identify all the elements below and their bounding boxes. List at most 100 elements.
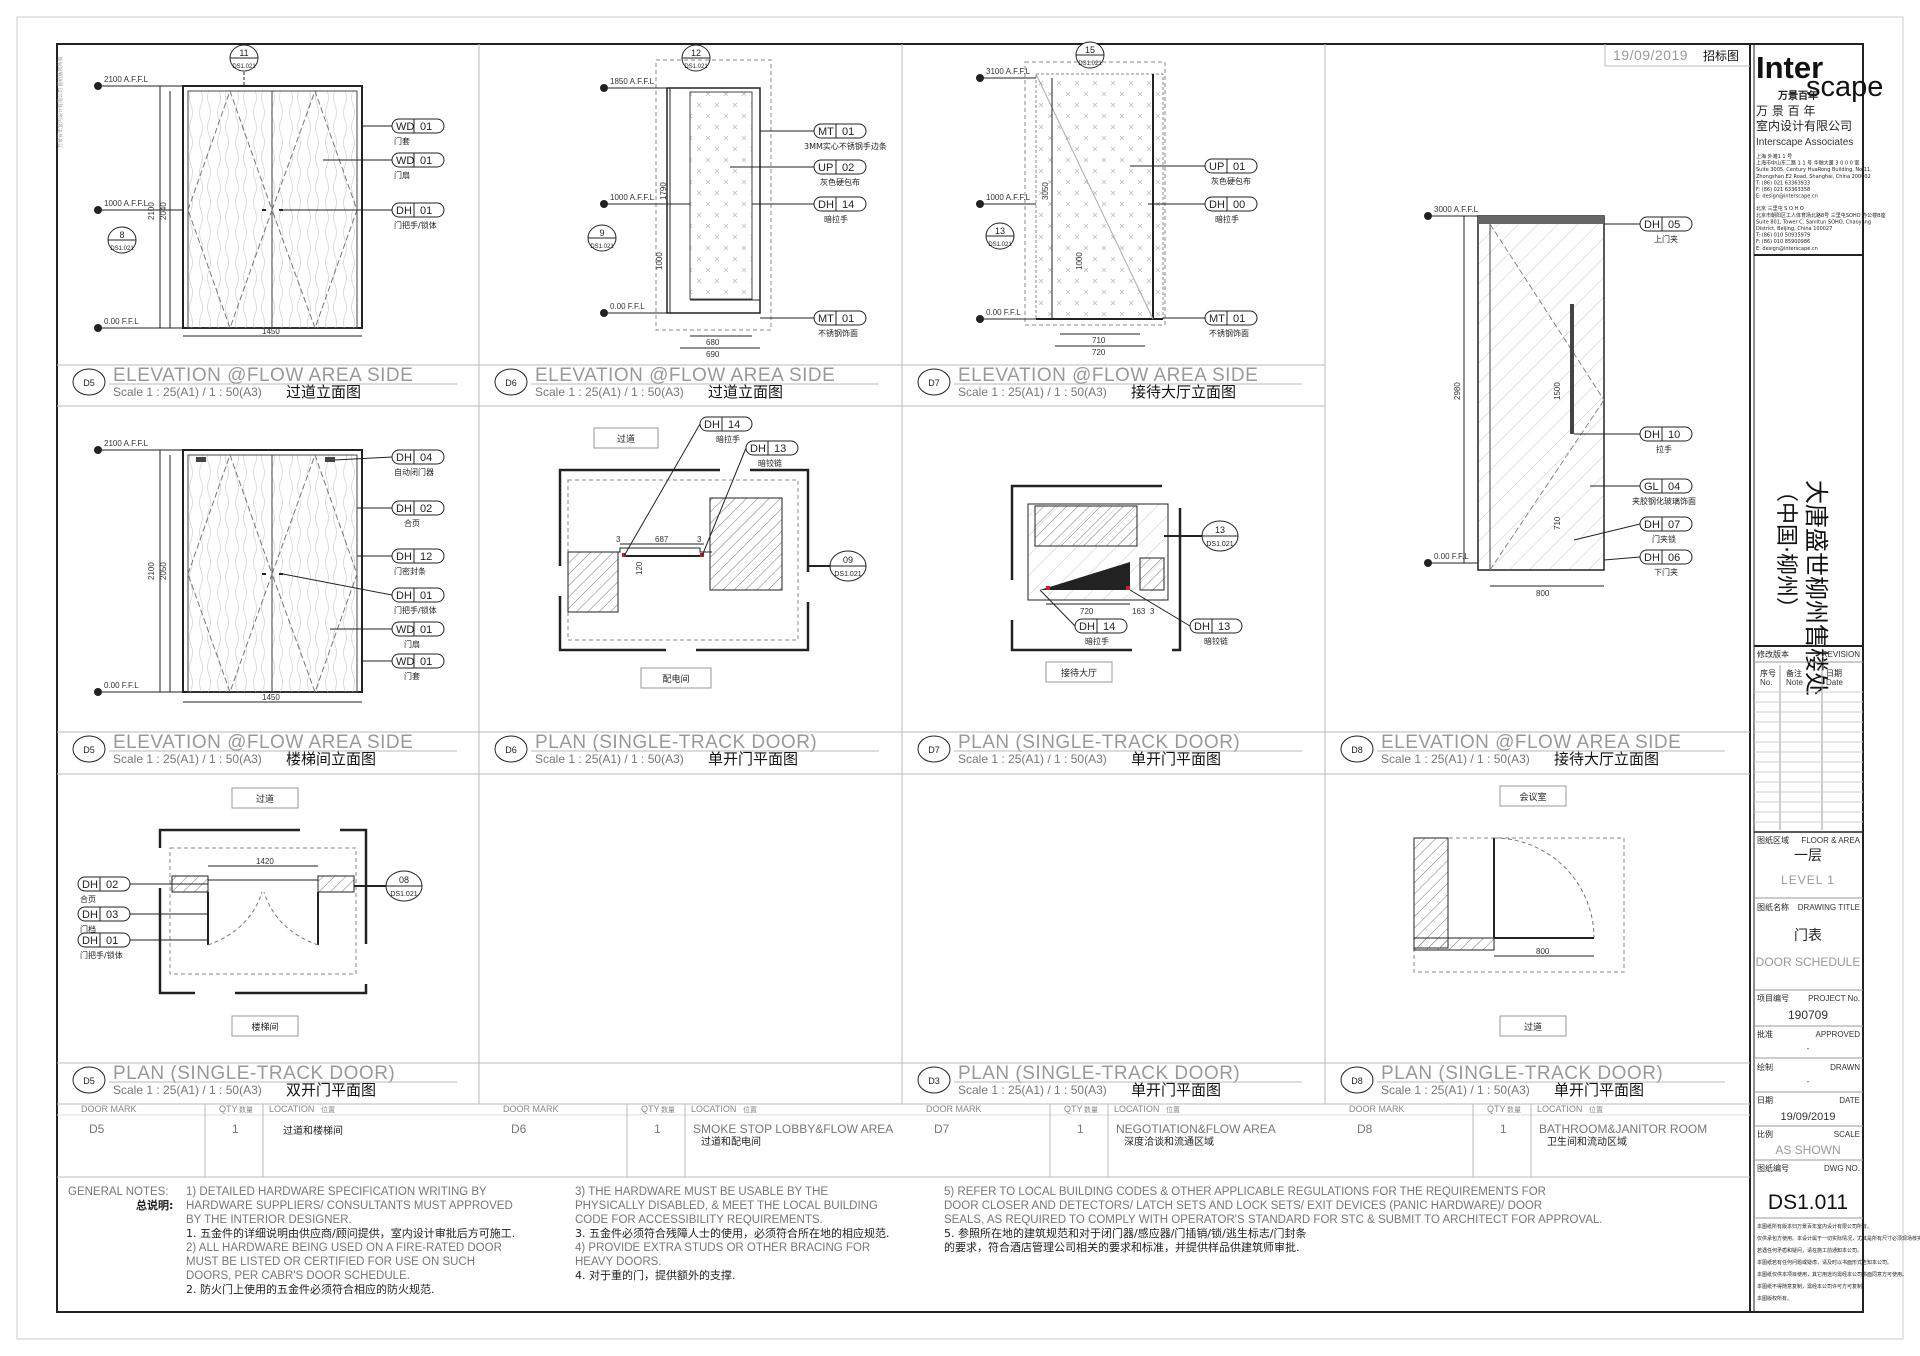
- svg-text:LOCATION: LOCATION: [1114, 1104, 1159, 1114]
- svg-text:2040: 2040: [159, 202, 168, 220]
- svg-text:位置: 位置: [743, 1105, 757, 1114]
- svg-text:DH: DH: [1644, 219, 1660, 231]
- room-label: 楼梯间: [251, 1021, 278, 1033]
- view-scale: Scale 1 : 25(A1) / 1 : 50(A3): [1381, 1083, 1530, 1097]
- svg-text:DH: DH: [82, 935, 98, 947]
- svg-text:门表: 门表: [1794, 928, 1822, 944]
- notes-label-cn: 总说明:: [136, 1198, 173, 1212]
- note-line: 4. 对于重的门，提供额外的支撑.: [575, 1268, 736, 1282]
- svg-text:位置: 位置: [321, 1105, 335, 1114]
- svg-text:1450: 1450: [262, 327, 280, 336]
- svg-text:门把手/锁体: 门把手/锁体: [394, 220, 437, 230]
- level-markers: 2100 A.F.F.L 1000 A.F.F.L 0.00 F.F.L: [94, 75, 183, 332]
- room-label: 配电间: [662, 673, 689, 685]
- svg-text:上门夹: 上门夹: [1654, 234, 1678, 244]
- door-location-cn: 过道和配电间: [701, 1135, 761, 1148]
- svg-text:AS SHOWN: AS SHOWN: [1775, 1143, 1840, 1157]
- svg-text:9: 9: [599, 228, 604, 238]
- svg-text:08: 08: [399, 875, 409, 885]
- svg-text:01: 01: [842, 126, 854, 138]
- address-line: Suite 801, Tower C, Sanlitun SOHO, Chaoy…: [1756, 219, 1871, 225]
- svg-text:SCALE: SCALE: [1834, 1130, 1860, 1139]
- svg-text:灰色硬包布: 灰色硬包布: [1211, 176, 1251, 186]
- svg-text:QTY: QTY: [641, 1104, 660, 1114]
- svg-text:WD: WD: [396, 624, 414, 636]
- svg-text:DS1.021: DS1.021: [1206, 541, 1233, 548]
- svg-text:DS1.021: DS1.021: [232, 64, 256, 70]
- svg-text:DH: DH: [1644, 552, 1660, 564]
- note-line: 5. 参照所在地的建筑规范和对于闭门器/感应器/门插销/锁/逃生标志/门封条: [944, 1226, 1307, 1240]
- view-title: ELEVATION @FLOW AREA SIDE: [113, 732, 413, 753]
- svg-text:01: 01: [420, 121, 432, 133]
- svg-text:1000 A.F.F.L: 1000 A.F.F.L: [104, 199, 149, 208]
- svg-text:PROJECT No.: PROJECT No.: [1808, 994, 1860, 1003]
- svg-text:DH: DH: [396, 590, 412, 602]
- svg-text:01: 01: [842, 313, 854, 325]
- svg-text:WD: WD: [396, 656, 414, 668]
- svg-text:DOOR MARK: DOOR MARK: [81, 1104, 137, 1114]
- svg-text:QTY: QTY: [1487, 1104, 1506, 1114]
- svg-text:13: 13: [1218, 621, 1230, 633]
- room-label: 接待大厅: [1061, 667, 1097, 679]
- notes-label: GENERAL NOTES:: [68, 1186, 169, 1198]
- note-line: PHYSICALLY DISABLED, & MEET THE LOCAL BU…: [575, 1200, 878, 1212]
- view-title-cn: 过道立面图: [708, 383, 783, 401]
- svg-text:No.: No.: [1760, 678, 1772, 687]
- address-line: Zhongshan E2 Road, Shanghai, China 20000…: [1756, 174, 1871, 180]
- view-tag: D7: [928, 378, 940, 388]
- view-title-cn: 过道立面图: [286, 383, 361, 401]
- view-scale: Scale 1 : 25(A1) / 1 : 50(A3): [113, 1083, 262, 1097]
- note-line: 1) DETAILED HARDWARE SPECIFICATION WRITI…: [186, 1186, 487, 1198]
- callout-top: 11 DS1.021: [229, 44, 259, 72]
- disclaimer-line: 若遇任何矛盾和疑问，请在施工前通知本公司。: [1757, 1247, 1862, 1254]
- svg-text:DH: DH: [1644, 519, 1660, 531]
- view-scale: Scale 1 : 25(A1) / 1 : 50(A3): [113, 752, 262, 766]
- svg-text:120: 120: [635, 561, 644, 575]
- address-line: 北京 三里屯 S O H O: [1756, 205, 1804, 212]
- note-line: HEAVY DOORS.: [575, 1256, 662, 1268]
- svg-text:修改版本: 修改版本: [1757, 649, 1789, 659]
- door-location-cn: 深度洽谈和流通区域: [1124, 1135, 1214, 1148]
- svg-text:3: 3: [697, 535, 702, 544]
- svg-text:LOCATION: LOCATION: [269, 1104, 314, 1114]
- svg-text:门把手/锁体: 门把手/锁体: [80, 950, 123, 960]
- door-mark: D5: [89, 1122, 105, 1136]
- svg-text:DH: DH: [704, 419, 720, 431]
- view-elevation-d5-stair: 2100 A.F.F.L 0.00 F.F.L 2100 2050 1450 D…: [94, 439, 445, 703]
- address-line: F: (86) 010 85900986: [1756, 239, 1810, 245]
- svg-text:DS1.021: DS1.021: [834, 571, 861, 578]
- svg-text:暗拉手: 暗拉手: [716, 434, 740, 444]
- view-title: PLAN (SINGLE-TRACK DOOR): [113, 1063, 395, 1084]
- stamp-label: 招标图: [1703, 49, 1739, 63]
- general-notes: GENERAL NOTES: 总说明: 1) DETAILED HARDWARE…: [68, 1186, 1602, 1296]
- svg-text:DH: DH: [818, 199, 834, 211]
- svg-text:DS1.021: DS1.021: [988, 242, 1012, 248]
- disclaimer-line: 本图纸若有任何问题或疑虑，请及时以书面形式告知本公司。: [1757, 1259, 1892, 1266]
- svg-text:DS1.021: DS1.021: [390, 891, 417, 898]
- svg-text:1420: 1420: [256, 857, 274, 866]
- view-title: ELEVATION @FLOW AREA SIDE: [958, 365, 1258, 386]
- svg-text:DRAWING TITLE: DRAWING TITLE: [1798, 903, 1860, 912]
- address-line: 上海市中山东二路 1 1 号 华融大厦 3 0 0 0 室: [1756, 160, 1859, 167]
- svg-text:14: 14: [842, 199, 854, 211]
- svg-text:DH: DH: [82, 879, 98, 891]
- svg-text:暗拉手: 暗拉手: [1215, 214, 1239, 224]
- address-line: 上海 外滩1 1 号: [1756, 153, 1792, 160]
- svg-text:07: 07: [1668, 519, 1680, 531]
- svg-text:数量: 数量: [1507, 1105, 1521, 1114]
- svg-text:0.00 F.F.L: 0.00 F.F.L: [104, 317, 139, 326]
- svg-text:DS1.021: DS1.021: [1078, 61, 1102, 67]
- svg-text:0.00 F.F.L: 0.00 F.F.L: [986, 308, 1021, 317]
- view-title-cn: 双开门平面图: [286, 1081, 376, 1099]
- svg-text:MT: MT: [818, 313, 834, 325]
- note-line: 3. 五金件必须符合残障人士的使用，必须符合所在地的相应规范.: [575, 1226, 890, 1240]
- svg-text:DOOR MARK: DOOR MARK: [503, 1104, 559, 1114]
